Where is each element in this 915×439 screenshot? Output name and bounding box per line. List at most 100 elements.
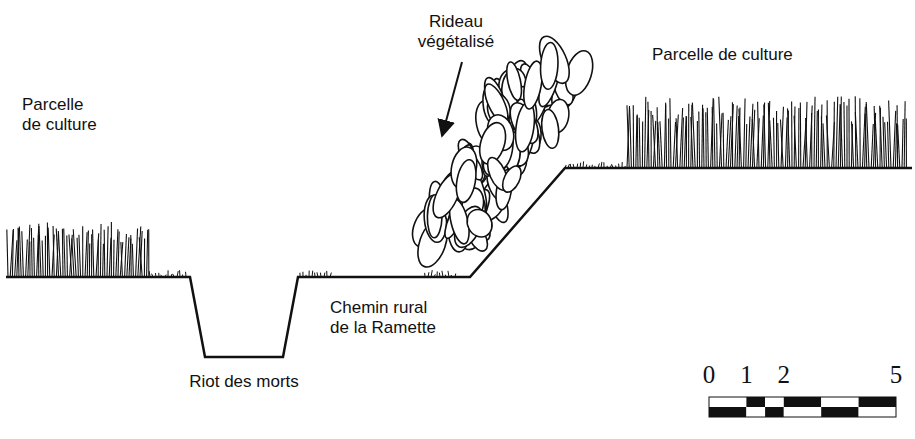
hedge-leaf	[539, 42, 559, 90]
field-label: Parcelle de culture	[22, 95, 102, 136]
crop-stroke	[875, 120, 877, 168]
scale-number: 0	[703, 362, 716, 387]
crop-stroke	[31, 228, 33, 277]
crop-stroke	[633, 105, 634, 168]
crop-stroke	[843, 102, 845, 168]
crop-stroke	[848, 99, 849, 168]
crop-stroke	[697, 121, 698, 168]
crop-stroke	[22, 231, 24, 277]
crop-stroke	[148, 229, 149, 277]
crop-stroke	[739, 109, 741, 168]
crop-stroke	[29, 242, 30, 277]
crop-stroke	[893, 111, 895, 168]
crop-stroke	[723, 113, 725, 168]
crop-stroke	[104, 230, 106, 277]
crop-stroke	[132, 244, 133, 277]
scale-cell	[859, 407, 896, 417]
crop-stroke	[758, 102, 759, 168]
crop-stroke	[711, 98, 714, 168]
crop-stroke	[630, 108, 632, 168]
crop-stroke	[39, 226, 41, 277]
crop-stroke	[87, 231, 88, 277]
scale-cell	[746, 397, 765, 407]
crop-strokes	[7, 96, 907, 277]
crop-stroke	[645, 97, 646, 168]
crop-stroke	[745, 124, 747, 168]
crop-stroke	[818, 110, 819, 168]
crop-stroke	[776, 111, 777, 168]
scale-cell	[765, 397, 784, 407]
hedge-leaf	[499, 163, 525, 195]
crop-stroke	[773, 118, 775, 168]
scale-cell	[859, 397, 896, 407]
crop-stroke	[136, 228, 138, 277]
crop-stroke	[826, 115, 829, 168]
crop-stroke	[147, 230, 148, 277]
crop-stroke	[732, 102, 733, 168]
crop-stroke	[26, 239, 28, 277]
crop-stroke	[816, 111, 817, 168]
crop-stroke	[895, 123, 896, 168]
scale-cell	[784, 397, 821, 407]
crop-stroke	[780, 119, 783, 168]
crop-stroke	[866, 104, 869, 168]
crop-stroke	[665, 105, 667, 168]
crop-stroke	[670, 98, 671, 168]
crop-stroke	[764, 105, 766, 168]
crop-stroke	[45, 236, 46, 277]
scale-number: 2	[778, 362, 791, 387]
crop-stroke	[840, 96, 842, 168]
crop-stroke	[85, 232, 87, 277]
crop-stroke	[98, 240, 99, 277]
crop-stroke	[48, 227, 50, 277]
crop-stroke	[651, 111, 652, 168]
crop-stroke	[658, 122, 660, 168]
hedge-leaf	[513, 101, 537, 153]
hedge-leaf	[504, 61, 524, 102]
crop-stroke	[744, 99, 745, 168]
crop-stroke	[781, 107, 783, 168]
crop-stroke	[121, 242, 123, 277]
crop-stroke	[865, 102, 867, 168]
leader-arrow	[442, 62, 462, 136]
crop-stroke	[37, 224, 39, 277]
scale-outline	[709, 397, 896, 417]
crop-stroke	[118, 231, 119, 277]
crop-stroke	[682, 117, 683, 168]
crop-stroke	[904, 101, 906, 168]
scale-cell	[746, 407, 765, 417]
crop-stroke	[627, 105, 629, 168]
crop-stroke	[716, 124, 718, 168]
crop-stroke	[77, 238, 78, 277]
crop-stroke	[838, 104, 840, 168]
hedge-leaf	[540, 108, 561, 149]
crop-stroke	[66, 236, 68, 277]
crop-stroke	[127, 237, 129, 277]
crop-stroke	[752, 110, 754, 168]
scale-cell	[765, 407, 784, 417]
crop-stroke	[798, 108, 799, 168]
crop-stroke	[821, 105, 822, 168]
crop-stroke	[712, 107, 714, 168]
crop-stroke	[737, 116, 739, 168]
crop-stroke	[89, 244, 90, 277]
crop-stroke	[902, 119, 903, 168]
crop-stroke	[93, 229, 94, 277]
path-label: Chemin rural de la Ramette	[330, 298, 440, 339]
crop-stroke	[840, 106, 842, 168]
crop-stroke	[28, 225, 30, 277]
crop-stroke	[102, 244, 104, 277]
crop-stroke	[698, 111, 700, 168]
scale-cell	[784, 407, 821, 417]
crop-stroke	[96, 233, 99, 277]
ditch-label: Riot des morts	[189, 372, 299, 392]
crop-stroke	[888, 122, 889, 168]
hedge-leaf	[453, 158, 479, 204]
crop-stroke	[62, 229, 64, 277]
crop-stroke	[833, 102, 835, 168]
crop-stroke	[107, 226, 108, 277]
crop-stroke	[58, 231, 60, 277]
crop-stroke	[69, 235, 72, 277]
scale-bar	[709, 397, 896, 417]
crop-stroke	[7, 230, 8, 277]
